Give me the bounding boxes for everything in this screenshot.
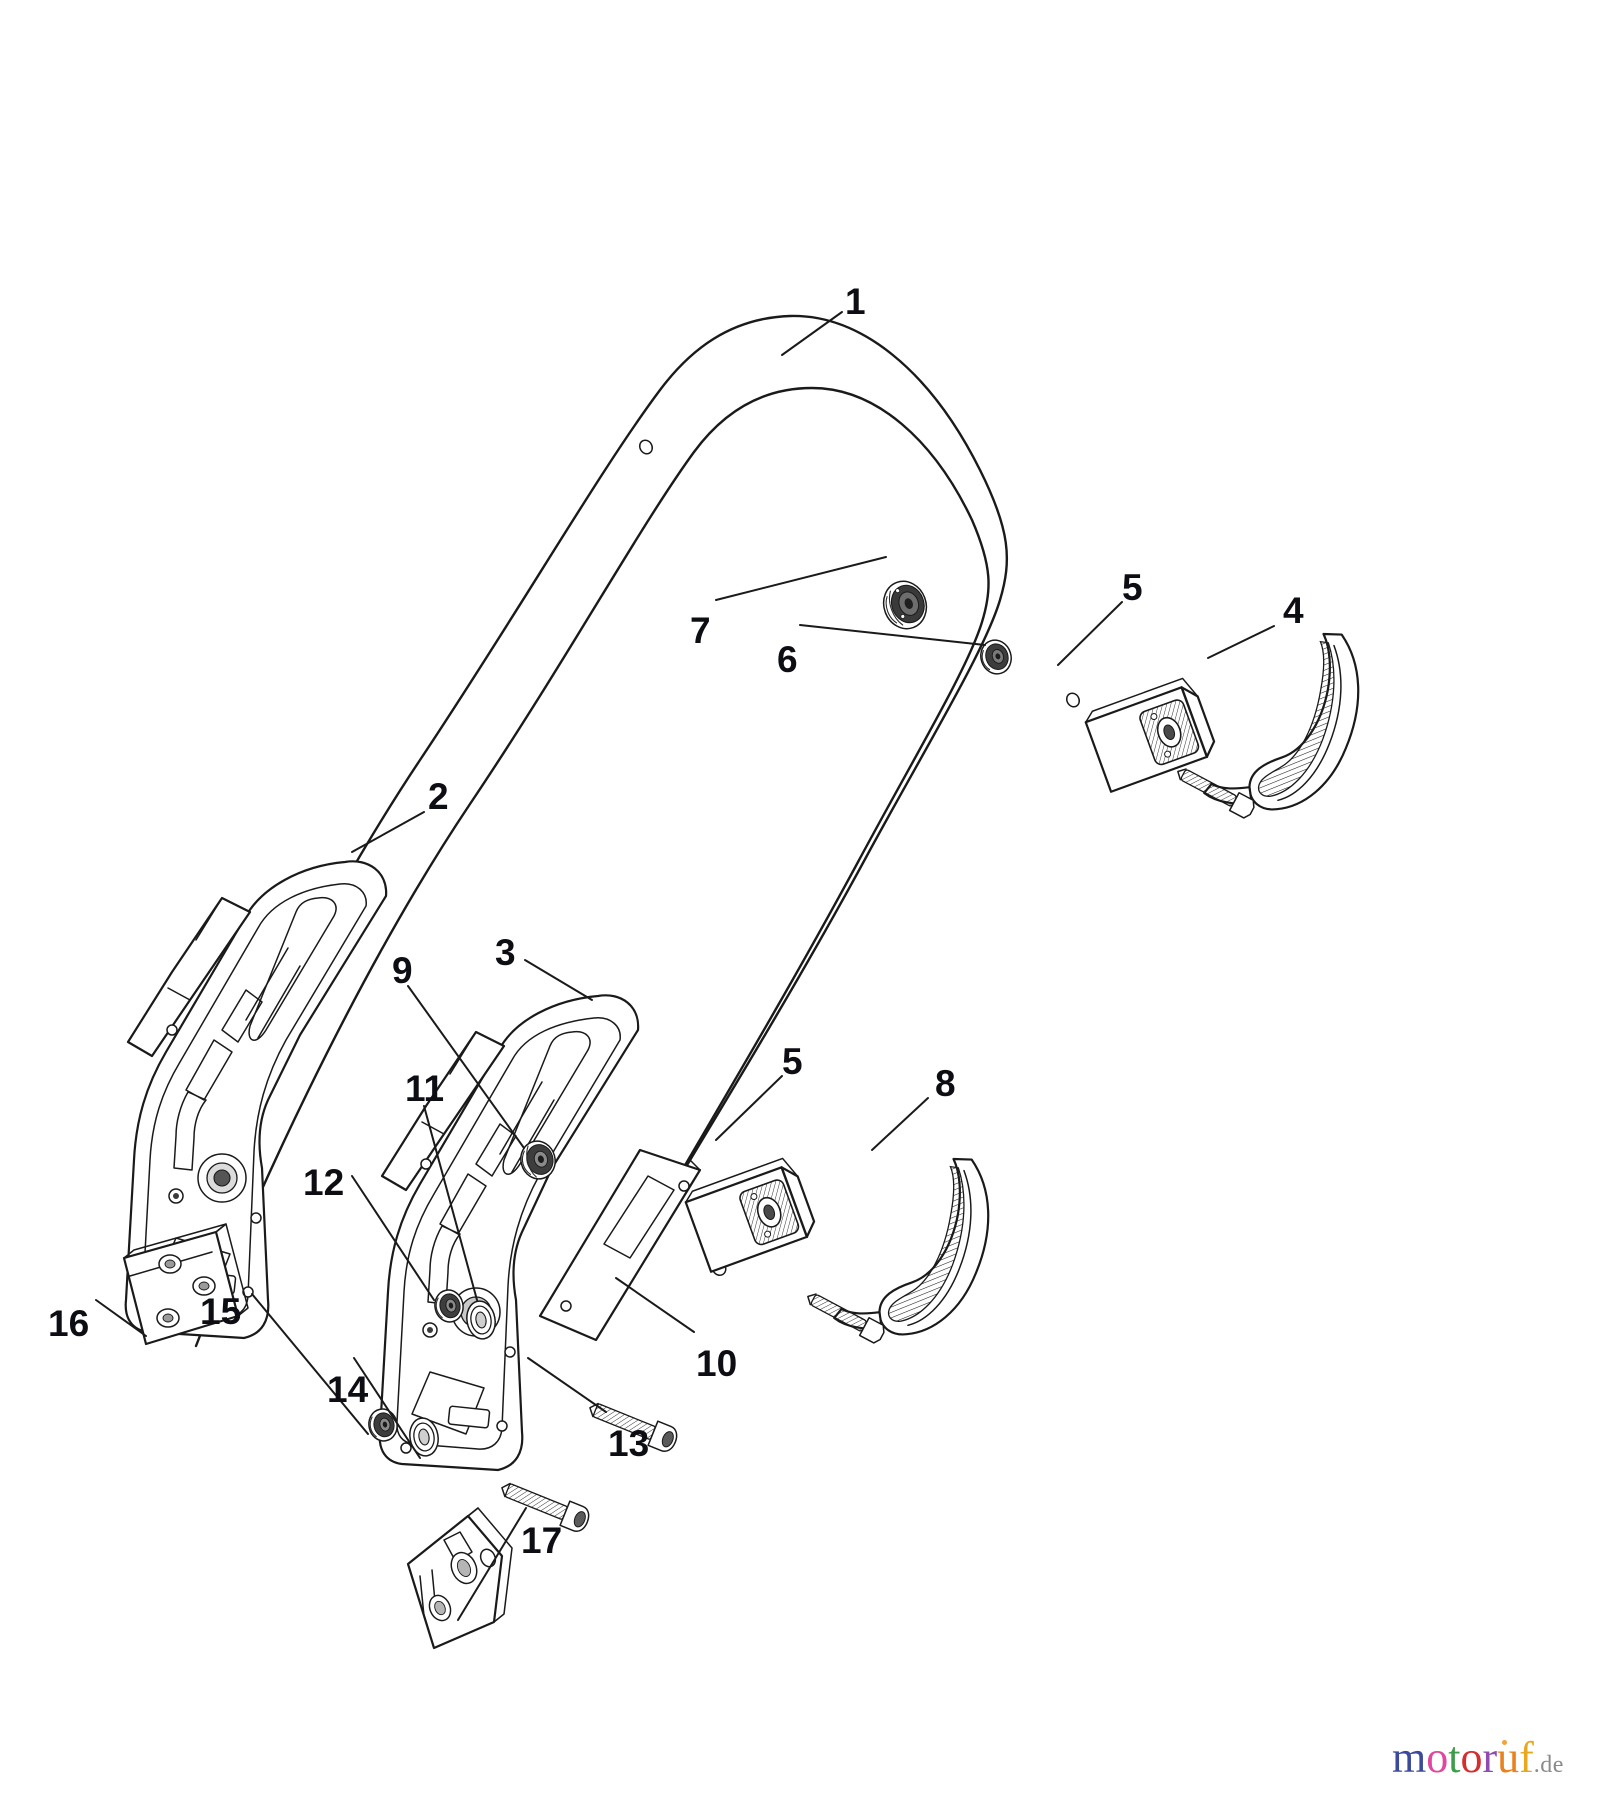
callout-16: 16 xyxy=(48,1303,90,1344)
callout-17: 17 xyxy=(521,1520,563,1561)
part-16-cover-plate xyxy=(122,1223,249,1346)
leader-2 xyxy=(351,811,425,853)
leader-3 xyxy=(524,959,593,1001)
part-9-nut xyxy=(520,1140,556,1180)
leader-7 xyxy=(715,556,887,601)
leader-15 xyxy=(251,1293,369,1435)
part-8-pin xyxy=(807,1293,885,1344)
leader-14 xyxy=(353,1357,421,1459)
part-3-tube-stub xyxy=(538,1148,702,1342)
callout-2: 2 xyxy=(428,776,449,817)
callout-9: 9 xyxy=(392,950,413,991)
leader-16 xyxy=(95,1299,147,1337)
part-5b-clamp-block xyxy=(684,1157,816,1273)
leader-lines xyxy=(95,311,1275,1621)
logo-letter-r: r xyxy=(1482,1733,1498,1782)
callout-11: 11 xyxy=(405,1068,445,1109)
leader-1 xyxy=(781,311,843,356)
callout-5-upper: 5 xyxy=(1122,567,1143,608)
leader-9 xyxy=(407,985,525,1149)
part-6-nut xyxy=(980,639,1012,675)
part-8-lever xyxy=(833,1157,990,1336)
part-4-pin xyxy=(1177,768,1255,819)
logo-letter-u: u xyxy=(1497,1733,1520,1782)
leader-5b xyxy=(715,1075,783,1141)
part-5a-clamp-block xyxy=(1084,677,1216,793)
logo-letter-o2: o xyxy=(1460,1733,1483,1782)
leader-4 xyxy=(1207,625,1275,659)
leader-5a xyxy=(1057,601,1123,666)
part-17-cover-plate xyxy=(406,1507,513,1650)
logo-tld: .de xyxy=(1533,1752,1564,1778)
leader-17 xyxy=(457,1507,527,1621)
callout-10: 10 xyxy=(696,1343,738,1384)
logo-letter-f: f xyxy=(1519,1733,1534,1782)
part-13-screw xyxy=(501,1482,590,1532)
callout-7: 7 xyxy=(690,610,711,651)
callout-15: 15 xyxy=(200,1291,242,1332)
part-1-handlebar xyxy=(138,314,1081,1348)
leader-10 xyxy=(615,1277,695,1333)
leader-11 xyxy=(423,1105,478,1301)
callout-14: 14 xyxy=(327,1369,369,1410)
part-11-washer xyxy=(466,1300,496,1340)
leader-13 xyxy=(527,1357,607,1413)
callout-12: 12 xyxy=(303,1162,345,1203)
leader-6 xyxy=(799,624,986,646)
callout-3: 3 xyxy=(495,932,516,973)
logo-dot xyxy=(1501,1740,1507,1745)
leader-8 xyxy=(871,1097,929,1151)
motoruf-logo[interactable]: motoruf.de xyxy=(1392,1736,1564,1780)
callout-4: 4 xyxy=(1283,590,1304,631)
leader-12 xyxy=(351,1175,435,1301)
callout-13: 13 xyxy=(608,1423,650,1464)
callout-1: 1 xyxy=(845,281,866,322)
callout-8: 8 xyxy=(935,1063,956,1104)
part-10-screw xyxy=(589,1402,678,1452)
part-14-washer xyxy=(409,1417,439,1457)
callout-5-lower: 5 xyxy=(782,1041,803,1082)
logo-letter-m: m xyxy=(1392,1733,1427,1782)
logo-letter-o1: o xyxy=(1426,1733,1449,1782)
callout-6: 6 xyxy=(777,639,798,680)
logo-letter-t: t xyxy=(1448,1733,1461,1782)
part-12-nut xyxy=(434,1289,464,1323)
part-7-knob xyxy=(882,580,928,630)
